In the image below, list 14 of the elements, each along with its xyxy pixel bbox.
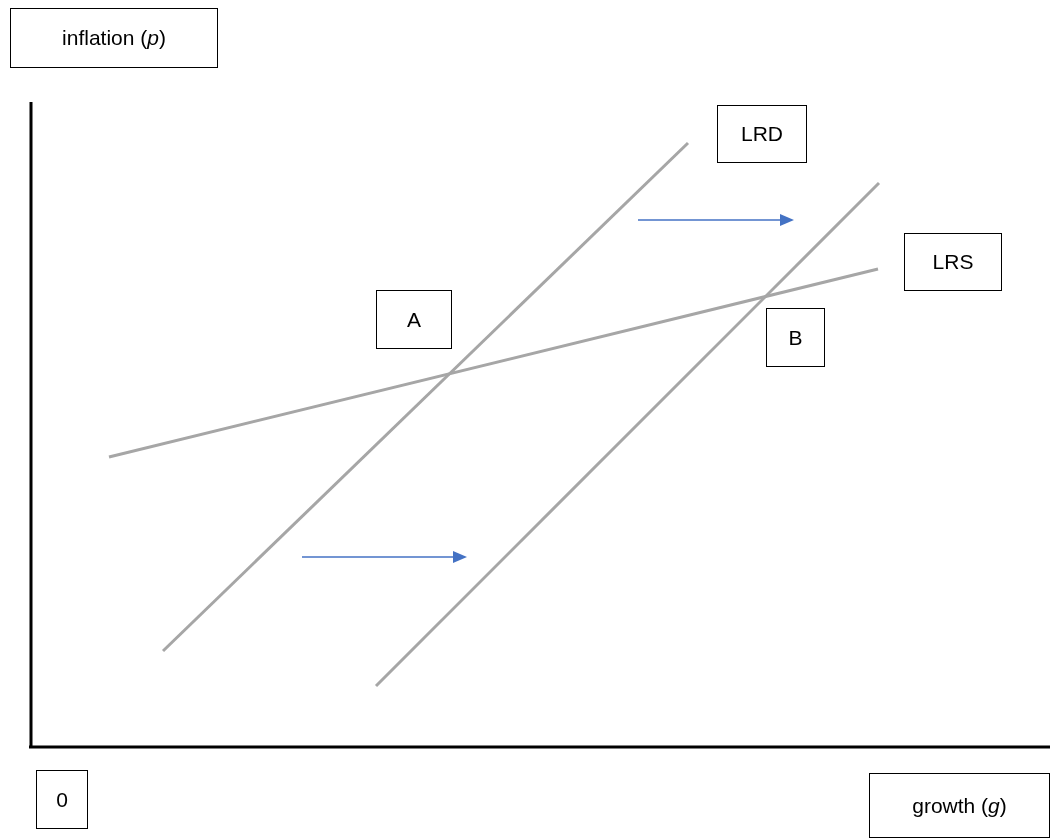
label-text: B <box>788 325 803 350</box>
axis-label-box <box>10 8 218 68</box>
label-text: LRD <box>741 122 783 146</box>
point-label-box <box>766 308 825 367</box>
label-text: 0 <box>56 787 68 812</box>
label-text: inflation (p) <box>62 26 166 50</box>
origin-label-box <box>36 770 88 829</box>
label-text: LRS <box>932 250 974 274</box>
label-text: growth (g) <box>912 793 1007 818</box>
curve-label-box <box>717 105 807 163</box>
axis-label-box <box>869 773 1050 838</box>
label-text: A <box>407 307 421 332</box>
point-label-box <box>376 290 452 349</box>
curve-label-box <box>904 233 1002 291</box>
